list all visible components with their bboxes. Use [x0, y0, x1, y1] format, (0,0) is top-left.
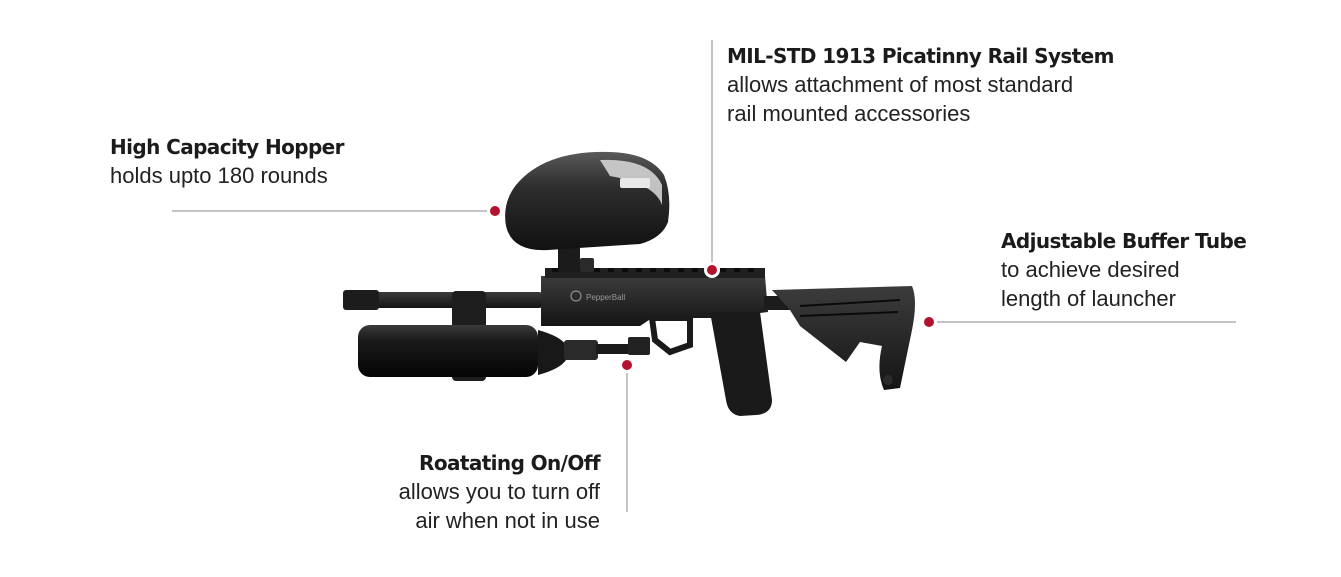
hopper-marker-icon — [487, 203, 503, 219]
buffer-marker-icon — [921, 314, 937, 330]
rail-callout: MIL-STD 1913 Picatinny Rail System allow… — [727, 42, 1114, 128]
hopper-callout: High Capacity Hopper holds upto 180 roun… — [110, 133, 345, 190]
air-tank — [358, 325, 538, 377]
rail-callout-title: MIL-STD 1913 Picatinny Rail System — [727, 44, 1114, 68]
hopper-callout-title: High Capacity Hopper — [110, 135, 345, 159]
hopper-callout-desc-line1: holds upto 180 rounds — [110, 163, 328, 188]
valve-callout-desc-line1: allows you to turn off — [398, 479, 600, 504]
muzzle — [343, 290, 379, 310]
buffer-callout-desc-line1: to achieve desired — [1001, 257, 1180, 282]
rail-marker-icon — [704, 262, 720, 278]
hopper — [505, 151, 670, 251]
launcher-image: PepperBall — [343, 151, 915, 416]
barrel — [343, 292, 543, 308]
picatinny-rail — [545, 268, 765, 278]
buffer-callout: Adjustable Buffer Tube to achieve desire… — [1001, 227, 1247, 313]
buffer-callout-title: Adjustable Buffer Tube — [1001, 229, 1247, 253]
valve-callout-desc-line2: air when not in use — [415, 508, 600, 533]
brand-mark: PepperBall — [586, 293, 625, 302]
buffer-callout-desc-line2: length of launcher — [1001, 286, 1176, 311]
rail-callout-desc-line2: rail mounted accessories — [727, 101, 971, 126]
rail-callout-desc-line1: allows attachment of most standard — [727, 72, 1074, 97]
valve-callout: Roatating On/Off allows you to turn off … — [398, 449, 601, 535]
pistol-grip — [710, 312, 772, 416]
valve-marker-icon — [619, 357, 635, 373]
brand-logo-icon — [570, 290, 582, 302]
on-off-valve — [564, 340, 598, 360]
adjustable-stock — [772, 286, 915, 390]
valve-callout-title: Roatating On/Off — [419, 451, 601, 475]
